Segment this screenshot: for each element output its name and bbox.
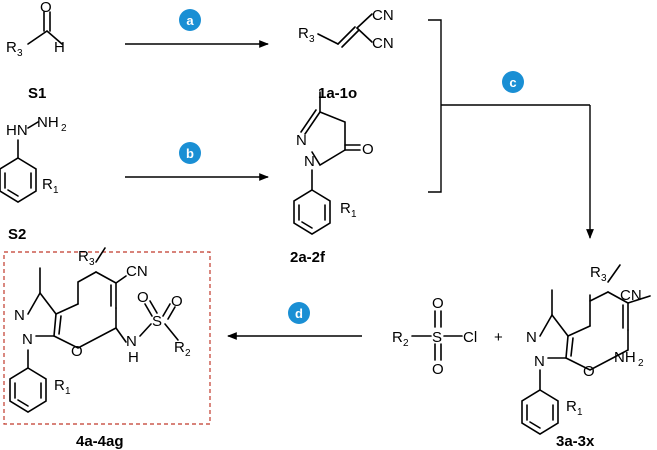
label-s2: S2: [8, 226, 26, 243]
sub-3: 3: [17, 48, 23, 59]
label-4a-4ag: 4a-4ag: [76, 433, 124, 450]
svg-text:b: b: [186, 146, 194, 161]
atom-n: N: [296, 132, 307, 149]
atom-r: R: [6, 39, 17, 56]
atom-o: O: [362, 141, 374, 158]
atom-n: N: [22, 331, 33, 348]
sulfonyl-chloride: R 2 S Cl O O +: [392, 295, 503, 378]
atom-o: O: [171, 293, 183, 310]
svg-text:c: c: [509, 75, 516, 90]
atom-r: R: [54, 377, 65, 394]
atom-s: S: [432, 329, 442, 346]
atom-cn: CN: [372, 35, 394, 52]
atom-n: N: [526, 329, 537, 346]
sub-1: 1: [65, 386, 71, 397]
svg-text:a: a: [186, 13, 194, 28]
svg-text:d: d: [295, 306, 303, 321]
atom-o: O: [71, 343, 83, 360]
step-badge-b: b: [179, 142, 201, 164]
atom-cl: Cl: [463, 329, 477, 346]
pyranopyrazole-3a-3x: R 3 CN N N O NH 2 R 1 3a-3x: [521, 264, 651, 450]
arylhydrazine-s2: HN NH 2 R 1 S2: [0, 114, 67, 243]
atom-r: R: [298, 25, 309, 42]
atom-o: O: [137, 289, 149, 306]
atom-o: O: [583, 363, 595, 380]
step-badge-a: a: [179, 9, 201, 31]
step-badge-c: c: [502, 71, 524, 93]
arrows: [125, 19, 594, 340]
atom-n: N: [304, 153, 315, 170]
sub-1: 1: [53, 185, 59, 196]
step-badge-d: d: [288, 302, 310, 324]
sub-1: 1: [351, 209, 357, 220]
sub-2: 2: [638, 358, 644, 369]
sub-3: 3: [89, 257, 95, 268]
atom-r: R: [42, 176, 53, 193]
atom-h: H: [54, 39, 65, 56]
sub-2: 2: [185, 348, 191, 359]
atom-r: R: [340, 200, 351, 217]
sub-2: 2: [403, 338, 409, 349]
atom-cn: CN: [126, 263, 148, 280]
atom-n: N: [534, 353, 545, 370]
label-2a-2f: 2a-2f: [290, 249, 326, 266]
atom-nh: NH: [614, 349, 636, 366]
label-s1: S1: [28, 85, 46, 102]
sub-3: 3: [309, 34, 315, 45]
atom-r: R: [392, 329, 403, 346]
atom-r: R: [78, 248, 89, 265]
malononitrile-1a-1o: R 3 CN CN 1a-1o: [298, 7, 394, 102]
atom-o: O: [432, 295, 444, 312]
atom-r: R: [174, 339, 185, 356]
atom-n: N: [14, 307, 25, 324]
sub-2: 2: [61, 123, 67, 134]
atom-o: O: [40, 0, 52, 16]
plus-sign: +: [494, 329, 503, 346]
label-1a-1o: 1a-1o: [318, 85, 357, 102]
atom-r: R: [566, 398, 577, 415]
sub-1: 1: [577, 407, 583, 418]
label-3a-3x: 3a-3x: [556, 433, 595, 450]
sulfonamide-4a-4ag: R 3 CN N N O N H S O O R 2 R 1 4a-4ag: [9, 247, 191, 450]
atom-nh: NH: [37, 114, 59, 131]
atom-s: S: [152, 313, 162, 330]
atom-r: R: [590, 264, 601, 281]
aldehyde-s1: O H R 3 S1: [6, 0, 65, 102]
atom-o: O: [432, 361, 444, 378]
atom-hn: HN: [6, 122, 28, 139]
sub-3: 3: [601, 273, 607, 284]
atom-cn: CN: [372, 7, 394, 24]
atom-n: N: [126, 333, 137, 350]
atom-h: H: [128, 349, 139, 366]
pyrazolone-2a-2f: N N O R 1 2a-2f: [290, 91, 374, 266]
atom-cn: CN: [620, 287, 642, 304]
